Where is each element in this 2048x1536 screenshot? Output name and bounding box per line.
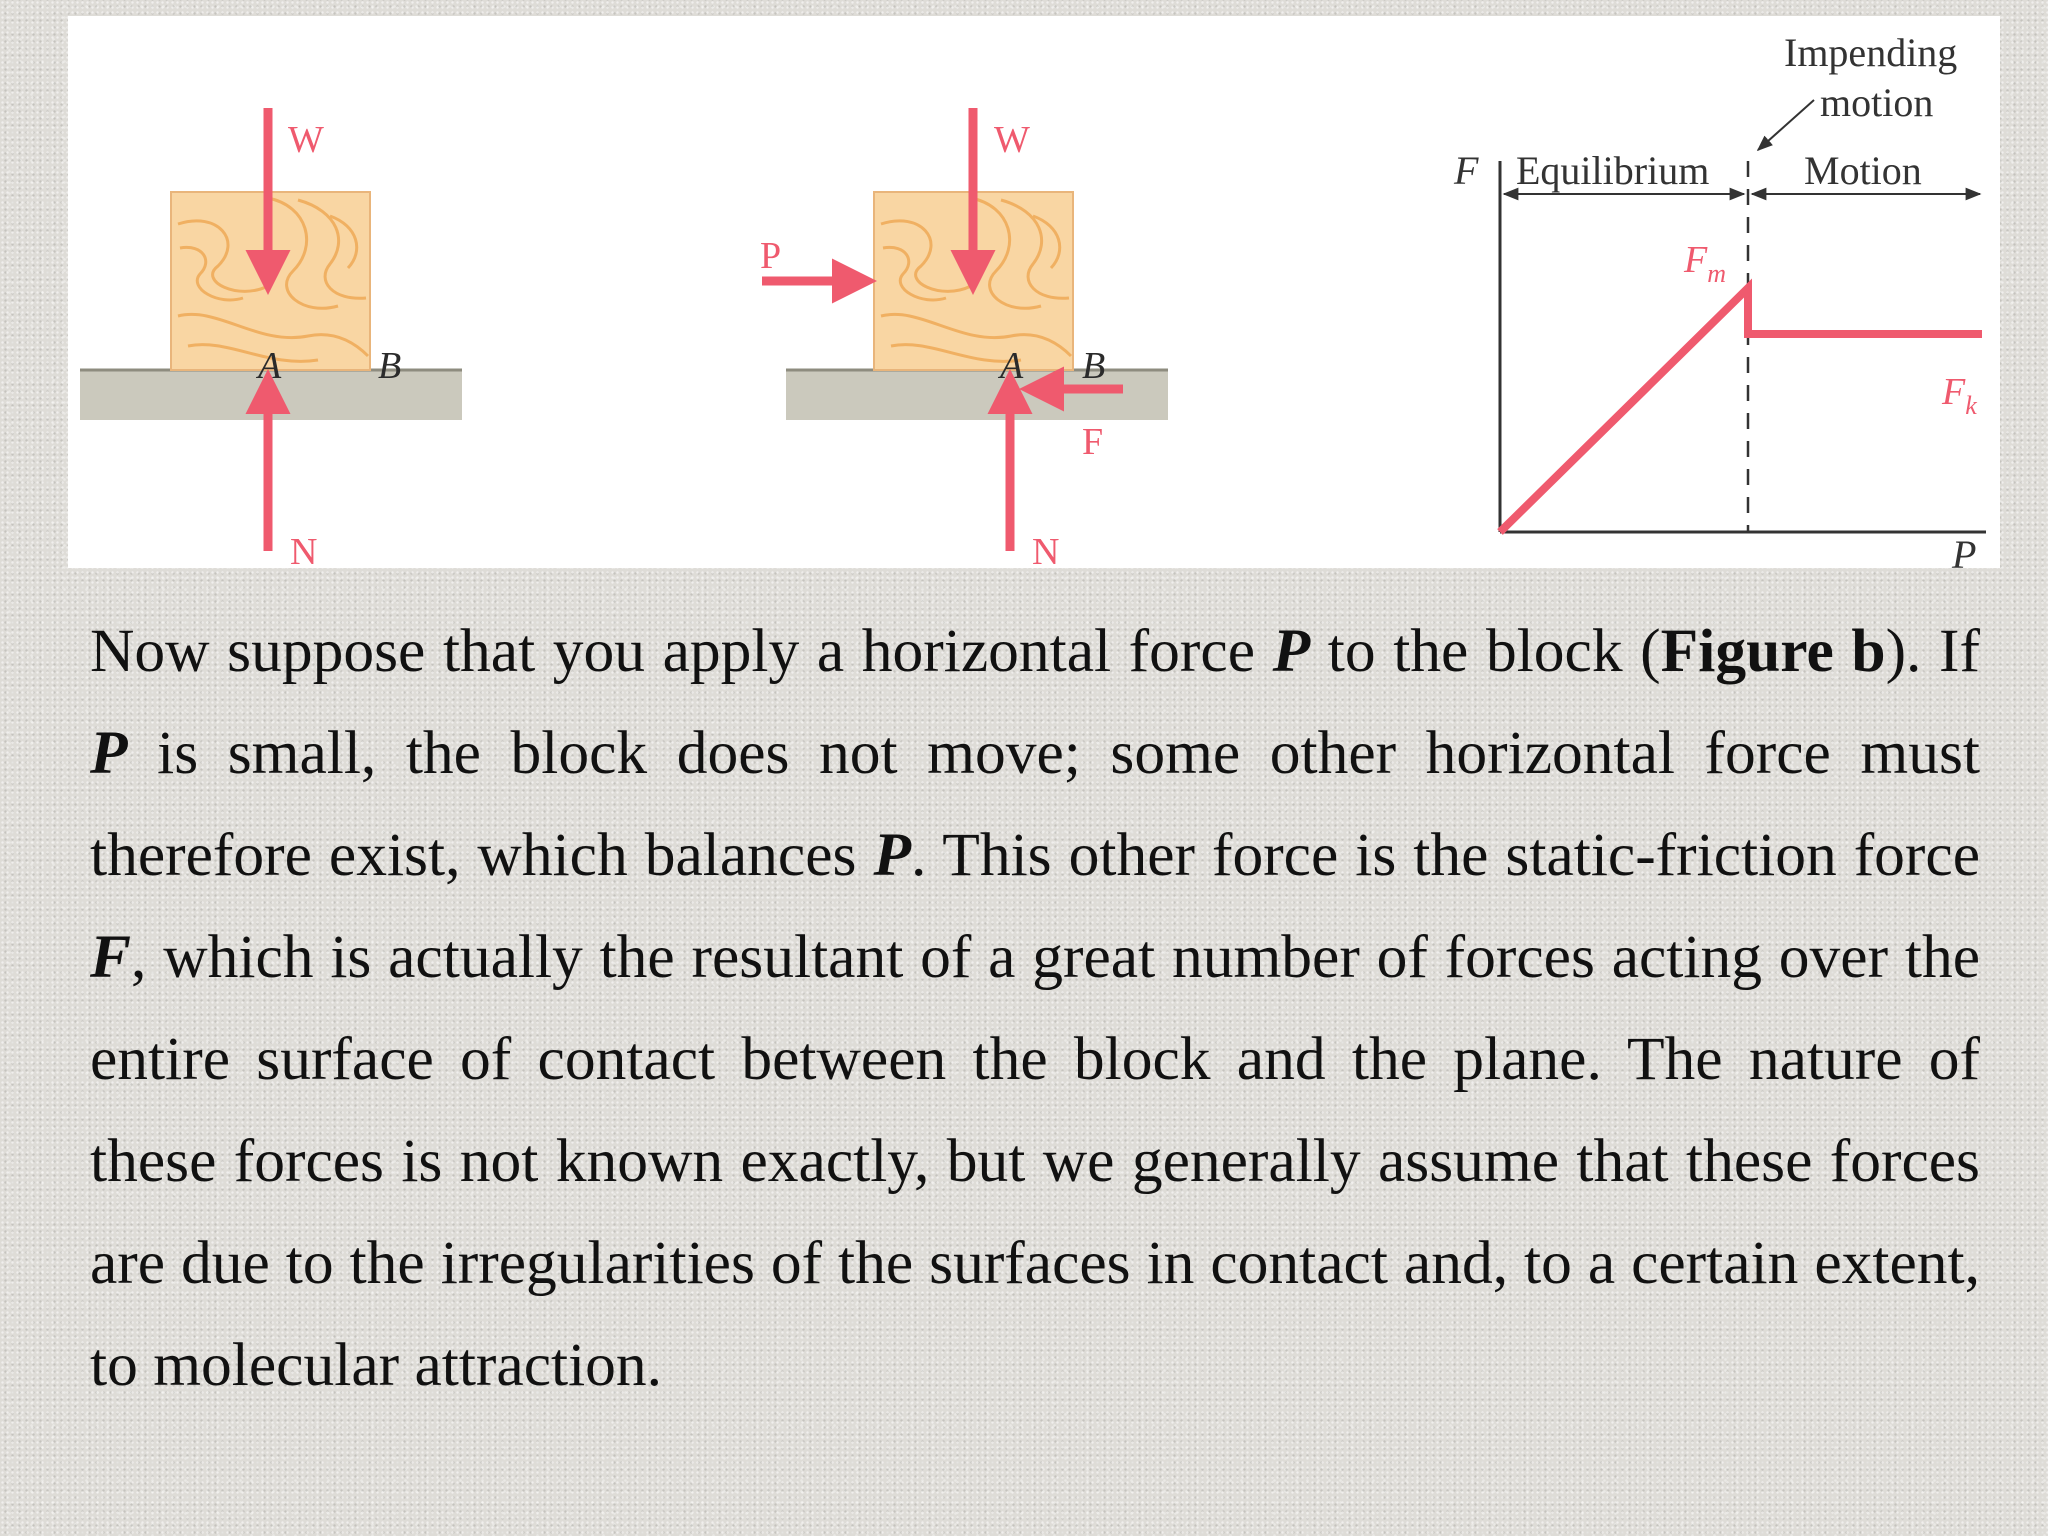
motion-label: Motion xyxy=(1804,148,1922,193)
normal-label-a: N xyxy=(290,531,317,568)
weight-label-a: W xyxy=(288,119,324,161)
equilibrium-label: Equilibrium xyxy=(1516,148,1709,193)
push-label: P xyxy=(760,235,781,277)
figure-b-reference: Figure b xyxy=(1660,617,1886,685)
symbol-p: P xyxy=(90,719,128,787)
friction-label: F xyxy=(1082,421,1103,463)
normal-label-b: N xyxy=(1032,531,1059,568)
friction-graph: F P Equilibrium Motion Impending motion … xyxy=(1453,30,1986,568)
impending-pointer xyxy=(1756,99,1815,152)
symbol-f: F xyxy=(90,923,132,991)
point-a-label-a: A xyxy=(255,345,282,387)
fm-label: Fm xyxy=(1683,239,1726,288)
ground-b xyxy=(786,370,1168,420)
body-paragraph: Now suppose that you apply a horizontal … xyxy=(90,617,1980,1399)
impending-label-line2: motion xyxy=(1820,80,1933,125)
weight-label-b: W xyxy=(994,119,1030,161)
point-b-label-a: B xyxy=(378,345,401,387)
graph-x-label: P xyxy=(1951,532,1976,568)
symbol-p: P xyxy=(1272,617,1311,685)
figure-a: W N A B xyxy=(80,108,462,568)
graph-y-label: F xyxy=(1453,148,1479,193)
point-b-label-b: B xyxy=(1082,345,1105,387)
figure-panel: W N A B W N P xyxy=(68,16,2000,568)
fk-label: Fk xyxy=(1941,371,1977,420)
symbol-p: P xyxy=(873,821,912,889)
figure-b: W N P F A B xyxy=(760,108,1168,568)
friction-curve xyxy=(1497,278,1982,535)
point-a-label-b: A xyxy=(997,345,1024,387)
friction-diagram: W N A B W N P xyxy=(80,30,1986,568)
impending-label-line1: Impending xyxy=(1784,30,1957,75)
